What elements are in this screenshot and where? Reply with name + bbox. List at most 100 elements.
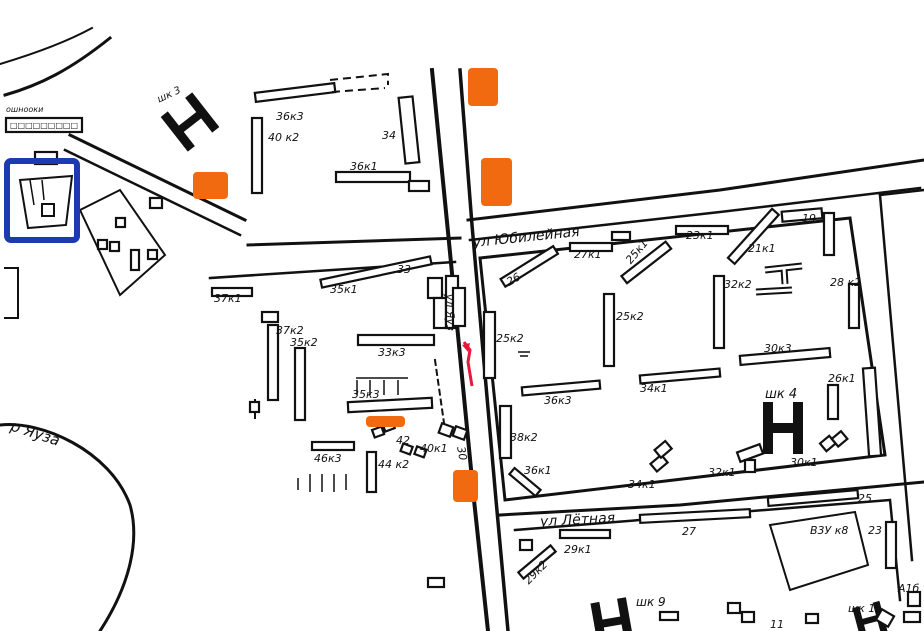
label-46k3: 46к3 bbox=[314, 452, 342, 465]
building-small bbox=[740, 610, 756, 624]
building-29k1 bbox=[558, 528, 612, 540]
building-46k3 bbox=[310, 440, 356, 452]
building-23 bbox=[884, 520, 898, 570]
building-small bbox=[902, 610, 922, 624]
building-28k2 bbox=[847, 282, 861, 330]
label-36k3: 36к3 bbox=[276, 110, 304, 123]
label-34k1: 34к1 bbox=[640, 382, 668, 395]
orange-marker-icon bbox=[481, 158, 512, 206]
label-44k2: 44 к2 bbox=[378, 458, 409, 471]
label-25k2-left: 25к2 bbox=[496, 332, 524, 345]
building-35k2 bbox=[293, 346, 307, 422]
label-40k1: 40к1 bbox=[420, 442, 448, 455]
building-small bbox=[804, 612, 820, 625]
planned-building bbox=[329, 72, 389, 93]
label-36k1-b: 36к1 bbox=[524, 464, 552, 477]
label-29k2: 29к2 bbox=[522, 558, 551, 587]
label-21k1: 21к1 bbox=[748, 242, 776, 255]
building-25 bbox=[766, 488, 860, 508]
building-38k2 bbox=[498, 404, 513, 460]
building-37k2 bbox=[266, 323, 280, 402]
partial-label: ошнооки bbox=[6, 105, 43, 114]
planned-garages bbox=[297, 474, 347, 492]
small-marks bbox=[518, 351, 530, 357]
label-27k1: 27к1 bbox=[574, 248, 602, 261]
building-small bbox=[260, 310, 280, 324]
building-small bbox=[906, 590, 922, 608]
planned-building bbox=[356, 380, 399, 395]
small-building bbox=[114, 216, 127, 229]
small-building bbox=[146, 248, 159, 261]
building-cluster-34k1 bbox=[648, 439, 674, 474]
building-29k2 bbox=[516, 543, 558, 581]
street-yubileynaya: ул Юбилейная bbox=[471, 224, 580, 251]
blue-selection-icon[interactable] bbox=[4, 158, 80, 243]
small-building bbox=[129, 248, 141, 272]
building-30k3 bbox=[738, 346, 832, 367]
label-30k1: 30к1 bbox=[790, 456, 818, 469]
building-37k1 bbox=[210, 286, 254, 298]
label-23: 23 bbox=[868, 524, 882, 537]
strip-label: □□□□□□□□□ bbox=[10, 121, 78, 130]
building-vzu bbox=[768, 510, 870, 592]
label-19: 19 bbox=[802, 212, 816, 225]
label-vzu: В3У к8 bbox=[810, 524, 848, 537]
building-36k3 bbox=[253, 81, 337, 104]
building-34k1 bbox=[638, 367, 722, 385]
school-h-icon[interactable] bbox=[763, 402, 803, 454]
label-25: 25 bbox=[858, 492, 872, 505]
building-small bbox=[726, 601, 742, 615]
top-middle-quarter bbox=[250, 72, 431, 195]
building-small bbox=[248, 400, 261, 414]
label-33k3: 33к3 bbox=[378, 346, 406, 359]
building-strip bbox=[4, 116, 84, 134]
red-arrow-icon bbox=[462, 343, 470, 352]
top-left-quarter: □□□□□□□□□ ошнооки bbox=[4, 105, 167, 297]
school-bottom-right-label: шк 1 bbox=[848, 602, 875, 615]
orange-markers[interactable] bbox=[193, 68, 512, 502]
building-26k1 bbox=[826, 383, 840, 421]
building-small bbox=[426, 276, 444, 300]
building-32k2 bbox=[712, 274, 726, 350]
school-h-icon[interactable] bbox=[590, 597, 634, 631]
block-diamond bbox=[78, 188, 167, 297]
label-23k1: 23к1 bbox=[686, 229, 714, 242]
label-26: 26 bbox=[504, 270, 523, 288]
bottom-quarter bbox=[516, 488, 922, 629]
label-36k1: 36к1 bbox=[350, 160, 378, 173]
building-33k3 bbox=[356, 333, 436, 347]
label-26k1: 26к1 bbox=[828, 372, 856, 385]
building-23k1 bbox=[674, 224, 730, 236]
building-35k3 bbox=[346, 396, 434, 414]
label-37k1: 37к1 bbox=[214, 292, 242, 305]
label-32k2: 32к2 bbox=[724, 278, 752, 291]
orange-marker-icon bbox=[468, 68, 498, 106]
building-36k1 bbox=[334, 170, 412, 184]
label-40k2: 40 к2 bbox=[268, 131, 299, 144]
label-11: 11 bbox=[770, 618, 784, 631]
building-21k1 bbox=[726, 207, 781, 266]
label-33: 33 bbox=[397, 263, 411, 276]
label-38k2: 38к2 bbox=[510, 431, 538, 444]
building-27k1 bbox=[568, 241, 614, 253]
label-32k1: 32к1 bbox=[708, 466, 736, 479]
building-34 bbox=[397, 95, 421, 165]
building-40k2 bbox=[250, 116, 264, 195]
building-small bbox=[407, 179, 431, 193]
building-32k1 bbox=[735, 442, 765, 464]
small-building bbox=[108, 240, 121, 253]
building-26 bbox=[499, 244, 560, 289]
school-h-icon[interactable] bbox=[160, 92, 220, 152]
river-yauza: р Яуза bbox=[7, 416, 62, 449]
building-small bbox=[743, 458, 757, 474]
building-long-right bbox=[861, 366, 883, 458]
building-35k1 bbox=[319, 255, 433, 289]
building-27 bbox=[638, 507, 752, 525]
label-34k1-b: 34к1 bbox=[628, 478, 656, 491]
building-19 bbox=[780, 207, 824, 223]
building-25k2-left bbox=[482, 310, 497, 380]
label-30k3: 30к3 bbox=[764, 342, 792, 355]
label-28k2: 28 к2 bbox=[830, 276, 861, 289]
label-42: 42 bbox=[396, 434, 410, 447]
